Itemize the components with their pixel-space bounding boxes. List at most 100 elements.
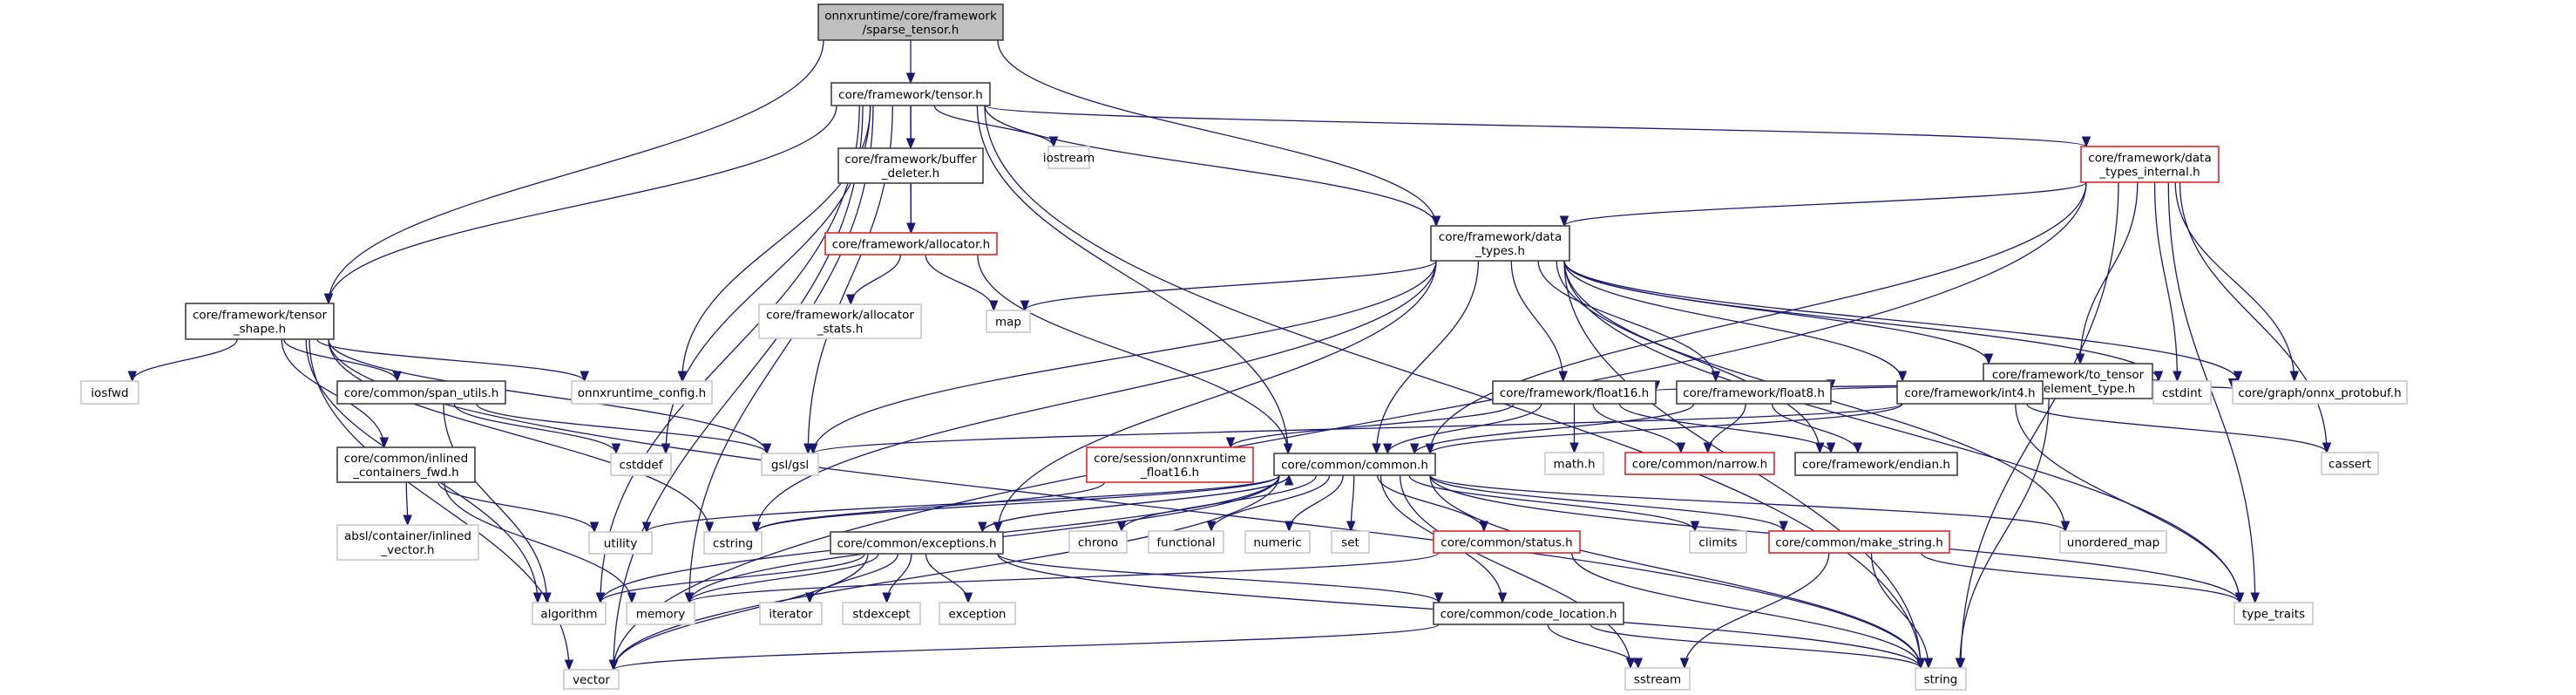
node-allocator[interactable]: core/framework/allocator.h — [824, 232, 998, 256]
arrowhead-common-to-utility — [641, 521, 652, 534]
node-onnxruntime-config[interactable]: onnxruntime_config.h — [571, 380, 713, 405]
node-label: core/framework/tensor.h — [838, 88, 983, 102]
node-sparse-tensor[interactable]: onnxruntime/core/framework/sparse_tensor… — [817, 3, 1004, 41]
edge-common-to-make_string — [1429, 474, 1785, 532]
node-code-location[interactable]: core/common/code_location.h — [1433, 602, 1624, 625]
arrowhead-tensor_shape-to-onnxruntime_config — [580, 371, 589, 383]
edge-inlined_containers_fwd-to-utility — [437, 481, 595, 533]
node-span-utils[interactable]: core/common/span_utils.h — [336, 380, 506, 405]
node-memory[interactable]: memory — [626, 602, 695, 625]
arrowhead-status-to-memory — [684, 592, 695, 604]
arrowhead-float16-to-narrow — [1676, 442, 1686, 454]
edge-data_types_internal-to-cstdint — [2153, 181, 2179, 382]
arrowhead-float16-to-onnxruntime_float16 — [1225, 437, 1236, 449]
edge-common-to-climits — [1408, 474, 1696, 532]
node-label: cassert — [2329, 458, 2371, 472]
node-box — [563, 669, 620, 690]
node-iosfwd[interactable]: iosfwd — [80, 380, 139, 405]
arrowhead-int4-to-gsl — [808, 443, 818, 455]
edge-int4-to-gsl — [812, 403, 1903, 454]
edge-float8-to-common — [1413, 403, 1695, 454]
node-cassert[interactable]: cassert — [2321, 452, 2379, 475]
node-label: numeric — [1253, 536, 1301, 550]
node-label: memory — [636, 608, 685, 622]
node-set[interactable]: set — [1331, 530, 1370, 554]
edge-float16-to-common — [1386, 403, 1542, 454]
node-data-types-internal[interactable]: core/framework/data_types_internal.h — [2080, 146, 2220, 183]
node-numeric[interactable]: numeric — [1244, 530, 1311, 554]
node-iterator[interactable]: iterator — [759, 602, 823, 625]
edge-tensor-to-memory — [688, 105, 874, 603]
node-label: type_traits — [2242, 608, 2305, 622]
edge-code_location-to-sstream — [1547, 623, 1639, 669]
node-onnxruntime-float16[interactable]: core/session/onnxruntime_float16.h — [1086, 446, 1254, 483]
node-functional[interactable]: functional — [1148, 530, 1224, 554]
node-exceptions[interactable]: core/common/exceptions.h — [830, 531, 1004, 555]
node-absl-inlined-vector[interactable]: absl/container/inlined_vector.h — [336, 524, 479, 561]
node-float16[interactable]: core/framework/float16.h — [1492, 380, 1657, 405]
node-stdexcept[interactable]: stdexcept — [842, 602, 921, 625]
arrowhead-int4-to-cassert — [2322, 442, 2332, 454]
node-box — [703, 531, 763, 555]
node-make-string[interactable]: core/common/make_string.h — [1768, 530, 1950, 554]
node-box — [588, 531, 653, 555]
node-box — [336, 380, 506, 405]
edge-status-to-memory — [688, 552, 1440, 603]
node-utility[interactable]: utility — [588, 531, 653, 555]
node-buffer-deleter[interactable]: core/framework/buffer_deleter.h — [837, 147, 984, 184]
node-int4[interactable]: core/framework/int4.h — [1896, 380, 2044, 405]
arrowhead-data_types-to-float16 — [1558, 371, 1568, 383]
edge-data_types-to-float16 — [1510, 260, 1564, 382]
node-label: map — [995, 316, 1021, 330]
node-box — [185, 303, 335, 340]
node-string[interactable]: string — [1915, 667, 1967, 691]
node-status[interactable]: core/common/status.h — [1433, 530, 1581, 554]
node-inlined-containers-fwd[interactable]: core/common/inlined_containers_fwd.h — [336, 446, 476, 483]
node-allocator-stats[interactable]: core/framework/allocator_stats.h — [758, 303, 922, 339]
node-label: sstream — [1634, 673, 1681, 687]
node-algorithm[interactable]: algorithm — [532, 602, 607, 625]
node-climits[interactable]: climits — [1689, 530, 1747, 554]
arrowhead-data_types_internal-to-onnx_protobuf — [2289, 371, 2299, 383]
node-vector[interactable]: vector — [563, 669, 620, 690]
node-box — [1624, 452, 1775, 475]
node-box — [1148, 530, 1224, 554]
node-cstdint[interactable]: cstdint — [2152, 380, 2212, 405]
edge-span_utils-to-cstddef — [453, 403, 617, 454]
node-label: core/common/code_location.h — [1441, 608, 1617, 622]
node-cstring[interactable]: cstring — [703, 531, 763, 555]
edge-tensor_shape-to-cstring — [328, 338, 710, 533]
node-box — [1768, 530, 1950, 554]
node-label: iosfwd — [91, 386, 128, 400]
node-tensor[interactable]: core/framework/tensor.h — [830, 82, 991, 106]
edge-data_types_internal-to-vector — [613, 181, 2087, 671]
node-iostream[interactable]: iostream — [1043, 146, 1095, 169]
node-chrono[interactable]: chrono — [1068, 530, 1128, 554]
node-box — [1624, 667, 1691, 691]
node-math[interactable]: math.h — [1544, 452, 1604, 475]
arrowhead-make_string-to-sstream — [1679, 658, 1690, 670]
node-tensor-shape[interactable]: core/framework/tensor_shape.h — [185, 303, 335, 340]
node-map[interactable]: map — [986, 310, 1031, 333]
node-type-traits[interactable]: type_traits — [2234, 602, 2314, 625]
node-unordered-map[interactable]: unordered_map — [2059, 530, 2167, 554]
node-narrow[interactable]: core/common/narrow.h — [1624, 452, 1775, 475]
node-cstddef[interactable]: cstddef — [610, 453, 672, 476]
node-exception[interactable]: exception — [939, 602, 1016, 625]
node-endian[interactable]: core/framework/endian.h — [1794, 452, 1958, 476]
edge-data_types_internal-to-type_traits — [2167, 181, 2256, 603]
node-box — [1794, 452, 1958, 476]
node-float8[interactable]: core/framework/float8.h — [1676, 380, 1832, 405]
edge-inlined_containers_fwd-to-memory — [444, 481, 633, 603]
node-common[interactable]: core/common/common.h — [1273, 453, 1436, 476]
arrowhead-exceptions-to-iterator — [804, 592, 815, 604]
edge-common-to-functional — [1210, 474, 1331, 532]
node-onnx-protobuf[interactable]: core/graph/onnx_protobuf.h — [2232, 380, 2408, 405]
node-label: cstddef — [620, 459, 664, 473]
arrowhead-make_string-to-type_traits — [2234, 592, 2245, 604]
edge-float16-to-narrow — [1592, 403, 1682, 453]
arrowhead-span_utils-to-algorithm — [542, 592, 552, 604]
node-data-types[interactable]: core/framework/data_types.h — [1430, 225, 1570, 262]
node-sstream[interactable]: sstream — [1624, 667, 1691, 691]
node-gsl[interactable]: gsl/gsl — [761, 453, 819, 476]
